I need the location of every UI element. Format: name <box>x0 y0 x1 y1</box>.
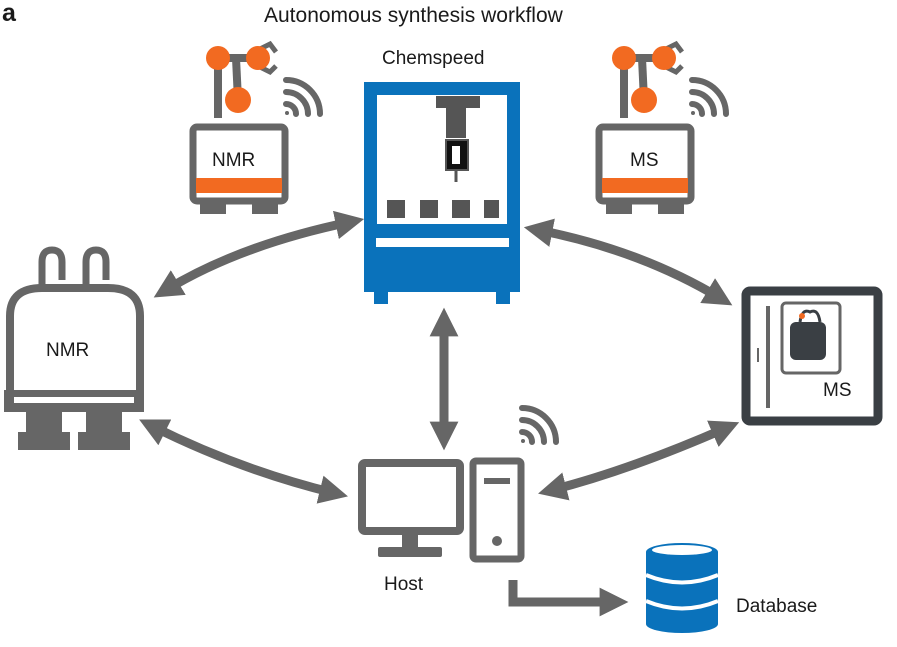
nmr-instrument-label: NMR <box>46 340 90 361</box>
robot-nmr-label: NMR <box>212 150 256 171</box>
monitor-icon <box>358 459 464 557</box>
chemspeed-label: Chemspeed <box>382 48 485 69</box>
arrow-host-database <box>508 580 629 617</box>
wifi-icon <box>283 77 323 117</box>
database-label: Database <box>736 596 818 617</box>
arrows <box>139 210 740 617</box>
server-tower-icon <box>469 457 525 563</box>
arrow-chemspeed-ms <box>523 218 733 306</box>
host-label: Host <box>384 574 424 595</box>
robot-base-right <box>595 123 695 214</box>
robot-ms-label: MS <box>630 150 659 171</box>
wifi-icon <box>519 405 559 445</box>
wifi-icon <box>689 77 729 117</box>
arrow-ms-host <box>538 420 740 501</box>
nmr-magnet-icon <box>4 246 144 450</box>
arrow-chemspeed-nmr <box>153 210 365 298</box>
database-icon <box>645 543 719 633</box>
robot-arm-icon <box>206 40 278 118</box>
diagram-title: Autonomous synthesis workflow <box>264 4 563 27</box>
ms-instrument-icon <box>741 286 883 426</box>
arrow-nmr-host <box>139 419 348 504</box>
chemspeed-icon <box>364 82 520 304</box>
ms-instrument-label: MS <box>823 380 852 401</box>
panel-letter: a <box>2 0 16 27</box>
robot-arm-icon <box>612 40 684 118</box>
